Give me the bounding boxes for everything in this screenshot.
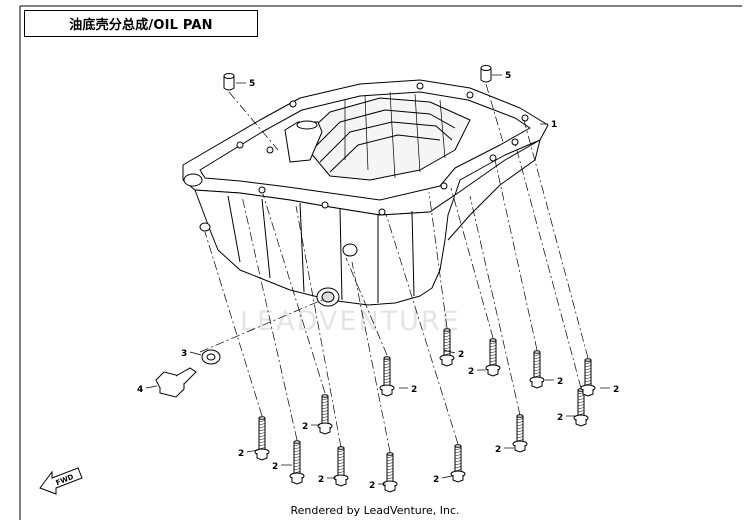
- callout-label: 2: [411, 385, 417, 395]
- flange-bolt: [379, 356, 395, 397]
- callout-label: 2: [369, 481, 375, 491]
- dowel-pin: [480, 65, 492, 83]
- drain-plug: [155, 367, 197, 398]
- oil-pan-body: [182, 79, 549, 307]
- flange-bolt: [439, 328, 455, 367]
- flange-bolt: [529, 350, 545, 389]
- dowel-pin: [223, 73, 235, 91]
- callout-label: 2: [468, 367, 474, 377]
- callout-label: 2: [557, 377, 563, 387]
- flange-bolt: [580, 358, 596, 397]
- flange-bolt: [512, 414, 528, 453]
- callout-leaders: [145, 74, 610, 485]
- callout-label: 1: [551, 120, 557, 130]
- callout-label: 2: [238, 449, 244, 459]
- bolt-group: [254, 328, 596, 493]
- flange-bolt: [254, 416, 270, 461]
- callout-label: 2: [318, 475, 324, 485]
- footer-credit: Rendered by LeadVenture, Inc.: [290, 504, 460, 517]
- callout-label: 2: [458, 350, 464, 360]
- flange-bolt: [333, 446, 349, 487]
- flange-bolt: [450, 444, 466, 483]
- callout-label: 3: [181, 349, 187, 359]
- watermark-text: LEADVENTURE: [240, 306, 461, 337]
- callout-label: 2: [272, 462, 278, 472]
- callout-label: 2: [613, 385, 619, 395]
- drain-washer: [201, 349, 221, 365]
- flange-bolt: [317, 394, 333, 435]
- diagram-title: 油底壳分总成/OIL PAN: [24, 10, 258, 37]
- callout-label: 4: [137, 385, 143, 395]
- callout-label: 2: [495, 445, 501, 455]
- callout-label: 2: [433, 475, 439, 485]
- fwd-arrow-icon: FWD: [39, 467, 83, 495]
- flange-bolt: [485, 338, 501, 377]
- flange-bolt: [289, 440, 305, 485]
- page-frame: [19, 5, 742, 520]
- callout-label: 5: [249, 79, 255, 89]
- callout-label: 5: [505, 71, 511, 81]
- leader-lines: [199, 83, 589, 453]
- callout-label: 2: [302, 422, 308, 432]
- callout-label: 2: [557, 413, 563, 423]
- flange-bolt: [382, 452, 398, 493]
